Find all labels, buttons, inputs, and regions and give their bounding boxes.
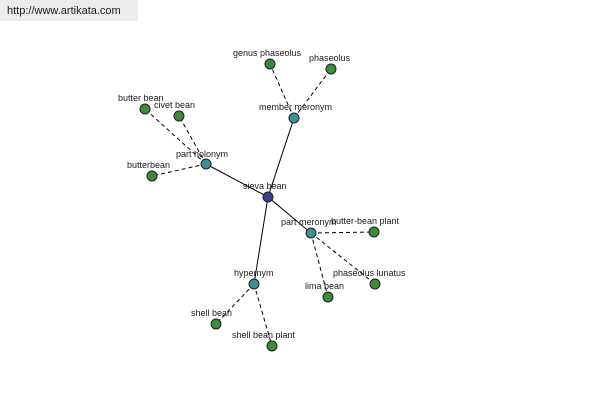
relation-node-part-holonym[interactable] bbox=[200, 158, 212, 170]
leaf-label-shell-bean-plant[interactable]: shell bean plant bbox=[232, 330, 296, 340]
edge-hypernym-shell-bean bbox=[215, 283, 255, 325]
leaf-node-phaseolus[interactable] bbox=[325, 63, 337, 75]
leaf-node-shell-bean[interactable] bbox=[210, 318, 222, 330]
site-url-link[interactable]: http://www.artikata.com bbox=[7, 5, 121, 17]
leaf-node-genus-phaseolus[interactable] bbox=[264, 58, 276, 70]
leaf-label-butter-bean-plant[interactable]: butter-bean plant bbox=[331, 216, 400, 226]
leaf-node-lima-bean[interactable] bbox=[322, 291, 334, 303]
leaf-node-butterbean[interactable] bbox=[146, 170, 158, 182]
edge-center-hypernym bbox=[253, 196, 269, 285]
relation-label-member-meronym[interactable]: member meronym bbox=[259, 102, 332, 112]
relation-node-hypernym[interactable] bbox=[248, 278, 260, 290]
edge-part-holonym-butterbean bbox=[151, 163, 207, 177]
relation-node-part-meronym[interactable] bbox=[305, 227, 317, 239]
label-layer: genus phaseolus phaseolus butter beancivet… bbox=[118, 48, 406, 340]
edge-center-member-meronym bbox=[267, 117, 295, 198]
center-node-sieva-bean[interactable] bbox=[262, 191, 274, 203]
edge-member-meronym-genus-phaseolus bbox=[269, 63, 295, 119]
leaf-label-phaseolus-lunatus[interactable]: phaseolus lunatus bbox=[333, 268, 406, 278]
leaf-label-genus-phaseolus[interactable]: genus phaseolus bbox=[233, 48, 302, 58]
edge-hypernym-shell-bean-plant bbox=[253, 283, 273, 347]
node-layer bbox=[139, 58, 381, 352]
center-label-sieva-bean[interactable]: sieva bean bbox=[243, 181, 287, 191]
edge-member-meronym-phaseolus bbox=[293, 68, 332, 119]
leaf-label-butter-bean[interactable]: butter bean bbox=[118, 93, 164, 103]
leaf-node-phaseolus-lunatus[interactable] bbox=[369, 278, 381, 290]
relation-node-member-meronym[interactable] bbox=[288, 112, 300, 124]
leaf-node-butter-bean[interactable] bbox=[139, 103, 151, 115]
leaf-label-shell-bean[interactable]: shell bean bbox=[191, 308, 232, 318]
url-banner: http://www.artikata.com bbox=[0, 0, 138, 21]
leaf-label-butterbean[interactable]: butterbean bbox=[127, 160, 170, 170]
edge-part-meronym-butter-bean-plant bbox=[310, 231, 375, 234]
leaf-node-butter-bean-plant[interactable] bbox=[368, 226, 380, 238]
leaf-node-shell-bean-plant[interactable] bbox=[266, 340, 278, 352]
relation-label-part-meronym[interactable]: part meronym bbox=[281, 217, 337, 227]
relation-label-part-holonym[interactable]: part holonym bbox=[176, 149, 228, 159]
relation-label-hypernym[interactable]: hypernym bbox=[234, 268, 274, 278]
edge-layer bbox=[144, 63, 376, 347]
edge-part-holonym-civet-bean bbox=[178, 115, 207, 165]
leaf-label-phaseolus[interactable]: phaseolus bbox=[309, 53, 351, 63]
edge-center-part-meronym bbox=[267, 196, 312, 234]
edge-center-part-holonym bbox=[205, 163, 269, 198]
leaf-label-lima-bean[interactable]: lima bean bbox=[305, 281, 344, 291]
leaf-label-civet-bean[interactable]: civet bean bbox=[154, 100, 195, 110]
leaf-node-civet-bean[interactable] bbox=[173, 110, 185, 122]
